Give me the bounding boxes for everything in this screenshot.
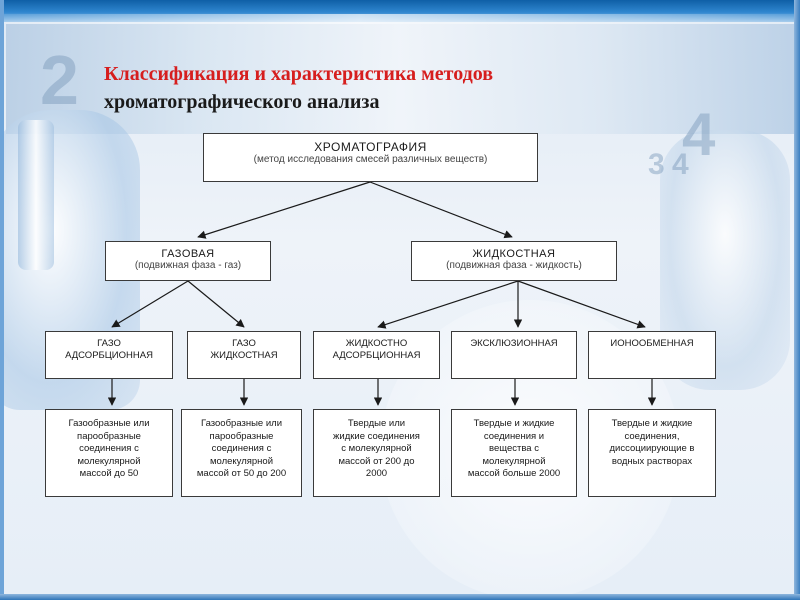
slide-title: Классификация и характеристика методов х… (104, 60, 704, 116)
decor-number: 4 (682, 101, 716, 168)
method-line-2: ЖИДКОСТНАЯ (210, 350, 278, 361)
test-tube-decoration (18, 120, 54, 270)
method-ion-exchange: ИОНООБМЕННАЯ (588, 331, 716, 379)
node-liquid-title: ЖИДКОСТНАЯ (472, 248, 556, 260)
desc-line: молекулярной (209, 455, 274, 467)
desc-line: Твердые и жидкие (611, 418, 693, 429)
desc-line: Твердые и жидкие (473, 418, 555, 429)
arrow-root-to-gas (197, 181, 371, 239)
desc-gas-adsorption: Газообразные или парообразные соединения… (45, 409, 173, 497)
desc-line: с молекулярной (341, 443, 412, 454)
root-node-chromatography: ХРОМАТОГРАФИЯ (метод исследования смесей… (203, 133, 538, 182)
desc-line: массой от 200 до (338, 455, 415, 467)
desc-line: соединения с (79, 443, 139, 454)
slide-title-line-1: Классификация и характеристика методов (104, 63, 494, 85)
node-gas-subtitle: (подвижная фаза - газ) (134, 260, 242, 271)
arrow-liquid-to-adsorption (377, 280, 519, 329)
method-gas-adsorption: ГАЗО АДСОРБЦИОННАЯ (45, 331, 173, 379)
method-line-2: АДСОРБЦИОННАЯ (65, 350, 153, 361)
method-line-1: ГАЗО (97, 338, 121, 349)
slide-frame-right (794, 0, 800, 600)
node-liquid-subtitle: (подвижная фаза - жидкость) (446, 260, 582, 271)
arrow-gas-to-adsorption (111, 280, 189, 328)
arrow-gas-to-liquid-gas (187, 280, 245, 328)
root-node-subtitle: (метод исследования смесей различных вещ… (253, 154, 488, 165)
desc-line: вещества с (489, 443, 539, 454)
desc-line: соединения, (624, 430, 680, 442)
slide-title-line-2: хроматографического анализа (104, 91, 380, 113)
arrow-root-to-liquid (369, 181, 513, 239)
desc-exclusion: Твердые и жидкие соединения и вещества с… (451, 409, 577, 497)
slide-frame-bottom (0, 594, 800, 600)
desc-line: жидкие соединения (333, 430, 420, 442)
desc-line: соединения с (211, 443, 272, 454)
desc-line: массой от 50 до 200 (196, 468, 287, 479)
method-line-1: ЖИДКОСТНО (345, 338, 408, 349)
node-gas-title: ГАЗОВАЯ (161, 248, 215, 260)
slide-frame-shine (0, 14, 800, 24)
desc-line: молекулярной (482, 455, 546, 467)
method-exclusion: ЭКСКЛЮЗИОННАЯ (451, 331, 577, 379)
desc-line: парообразные (209, 430, 274, 442)
node-liquid-chromatography: ЖИДКОСТНАЯ (подвижная фаза - жидкость) (411, 241, 617, 281)
method-liquid-adsorption: ЖИДКОСТНО АДСОРБЦИОННАЯ (313, 331, 440, 379)
decor-number: 3 (648, 148, 665, 181)
desc-gas-liquid: Газообразные или парообразные соединения… (181, 409, 302, 497)
slide-frame-left (0, 0, 4, 600)
decor-number: 4 (672, 148, 689, 181)
desc-line: 2000 (365, 468, 388, 479)
method-line-1: ИОНООБМЕННАЯ (610, 338, 694, 349)
desc-line: Твердые или (347, 418, 406, 429)
desc-line: Газообразные или (200, 418, 282, 429)
node-gas-chromatography: ГАЗОВАЯ (подвижная фаза - газ) (105, 241, 271, 281)
desc-line: парообразные (77, 430, 141, 442)
method-line-2: АДСОРБЦИОННАЯ (332, 350, 421, 361)
desc-line: массой больше 2000 (467, 468, 561, 479)
root-node-title: ХРОМАТОГРАФИЯ (314, 140, 427, 154)
decor-number: 2 (40, 41, 79, 119)
desc-line: диссоциирующие в (609, 443, 695, 454)
desc-line: соединения и (483, 430, 545, 442)
desc-line: Газообразные или (68, 418, 150, 429)
arrow-liquid-to-ion-exchange (517, 280, 646, 329)
desc-line: массой до 50 (79, 468, 139, 479)
desc-line: водных растворах (611, 455, 693, 467)
method-gas-liquid: ГАЗО ЖИДКОСТНАЯ (187, 331, 301, 379)
header-photo-band (6, 24, 794, 134)
desc-ion-exchange: Твердые и жидкие соединения, диссоциирую… (588, 409, 716, 497)
method-line-1: ЭКСКЛЮЗИОННАЯ (470, 338, 558, 349)
desc-liquid-adsorption: Твердые или жидкие соединения с молекуля… (313, 409, 440, 497)
method-line-1: ГАЗО (232, 338, 256, 349)
desc-line: молекулярной (77, 455, 141, 467)
